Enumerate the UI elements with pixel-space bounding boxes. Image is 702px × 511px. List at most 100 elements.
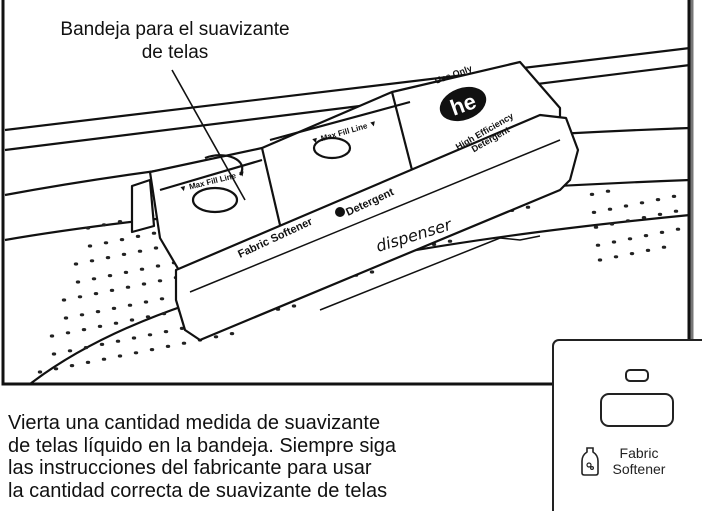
perforation-dot	[161, 312, 167, 316]
fabric-softener-panel-label: Fabric Softener	[604, 445, 674, 477]
perforation-dot	[589, 192, 595, 196]
perforation-dot	[447, 239, 453, 243]
perforation-dot	[127, 303, 133, 307]
perforation-dot	[613, 255, 619, 259]
perforation-dot	[117, 220, 123, 224]
perforation-dot	[595, 243, 601, 247]
perforation-dot	[153, 246, 159, 250]
instruction-paragraph: Vierta una cantidad medida de suavizante…	[8, 412, 548, 502]
perforation-dot	[53, 367, 59, 371]
perforation-dot	[61, 298, 67, 302]
perforation-dot	[645, 248, 651, 252]
perforation-dot	[155, 264, 161, 268]
perforation-dot	[181, 341, 187, 345]
perforation-dot	[107, 274, 113, 278]
callout-label: Bandeja para el suavizante de telas	[30, 18, 320, 64]
perforation-dot	[119, 238, 125, 242]
fabric-softener-control-panel: Fabric Softener	[552, 339, 702, 511]
perforation-dot	[89, 259, 95, 263]
perforation-dot	[113, 321, 119, 325]
perforation-dot	[143, 300, 149, 304]
perforation-dot	[85, 226, 91, 230]
perforation-dot	[623, 204, 629, 208]
perforation-dot	[137, 249, 143, 253]
callout-line-1: Bandeja para el suavizante	[60, 19, 290, 40]
panel-label-line-1: Fabric	[619, 445, 659, 461]
perforation-dot	[79, 313, 85, 317]
perforation-dot	[69, 364, 75, 368]
perforation-dot	[179, 326, 185, 330]
perforation-dot	[675, 227, 681, 231]
perforation-dot	[117, 354, 123, 358]
perforation-dot	[133, 351, 139, 355]
perforation-dot	[605, 189, 611, 193]
perforation-dot	[93, 292, 99, 296]
perforation-dot	[111, 306, 117, 310]
perforation-dot	[121, 252, 127, 256]
dispenser-illustration: he Use Only High Efficiency Detergent ▼ …	[1, 0, 694, 386]
perforation-dot	[49, 334, 55, 338]
perforation-dot	[75, 280, 81, 284]
perforation-dot	[673, 209, 679, 213]
callout-line-2: de telas	[141, 42, 209, 63]
perforation-dot	[115, 339, 121, 343]
perforation-dot	[165, 344, 171, 348]
panel-label-line-2: Softener	[612, 461, 666, 477]
callout-leader-line	[171, 69, 246, 201]
perforation-dot	[109, 288, 115, 292]
perforation-dot	[125, 285, 131, 289]
perforation-dot	[611, 240, 617, 244]
perforation-dot	[95, 310, 101, 314]
perforation-dot	[625, 219, 631, 223]
perforation-dot	[77, 295, 83, 299]
perforation-dot	[639, 201, 645, 205]
perforation-dot	[97, 324, 103, 328]
perforation-dot	[163, 330, 169, 334]
perforation-dot	[671, 194, 677, 198]
perforation-dot	[135, 234, 141, 238]
perforation-dot	[641, 216, 647, 220]
perforation-dot	[627, 237, 633, 241]
perforation-dot	[629, 252, 635, 256]
instruction-line-2: de telas líquido en la bandeja. Siempre …	[8, 434, 397, 457]
softener-bottle-icon	[581, 447, 599, 476]
status-light-icon	[625, 369, 649, 382]
perforation-dot	[63, 316, 69, 320]
perforation-dot	[655, 198, 661, 202]
perforation-dot	[131, 336, 137, 340]
perforation-dot	[101, 223, 107, 227]
perforation-dot	[643, 234, 649, 238]
perforation-dot	[129, 318, 135, 322]
perforation-dot	[67, 349, 73, 353]
perforation-dot	[591, 210, 597, 214]
perforation-dot	[141, 282, 147, 286]
perforation-dot	[525, 205, 531, 209]
perforation-dot	[103, 241, 109, 245]
perforation-dot	[151, 231, 157, 235]
perforation-dot	[37, 370, 43, 374]
perforation-dot	[159, 297, 165, 301]
perforation-dot	[83, 346, 89, 350]
perforation-dot	[81, 328, 87, 332]
perforation-dot	[157, 279, 163, 283]
perforation-dot	[661, 245, 667, 249]
perforation-dot	[73, 262, 79, 266]
perforation-dot	[291, 304, 297, 308]
perforation-dot	[609, 222, 615, 226]
perforation-dot	[51, 352, 57, 356]
perforation-dot	[99, 342, 105, 346]
perforation-dot	[123, 270, 129, 274]
perforation-dot	[147, 333, 153, 337]
instruction-line-1: Vierta una cantidad medida de suavizante	[8, 412, 381, 434]
perforation-dot	[593, 225, 599, 229]
perforation-dot	[659, 230, 665, 234]
perforation-dot	[145, 315, 151, 319]
perforation-dot	[657, 212, 663, 216]
perforation-dot	[105, 256, 111, 260]
perforation-dot	[369, 270, 375, 274]
perforation-dot	[85, 360, 91, 364]
perforation-dot	[87, 244, 93, 248]
fabric-softener-button[interactable]	[600, 393, 674, 427]
perforation-dot	[101, 357, 107, 361]
instruction-line-4: la cantidad correcta de suavizante de te…	[8, 479, 388, 502]
